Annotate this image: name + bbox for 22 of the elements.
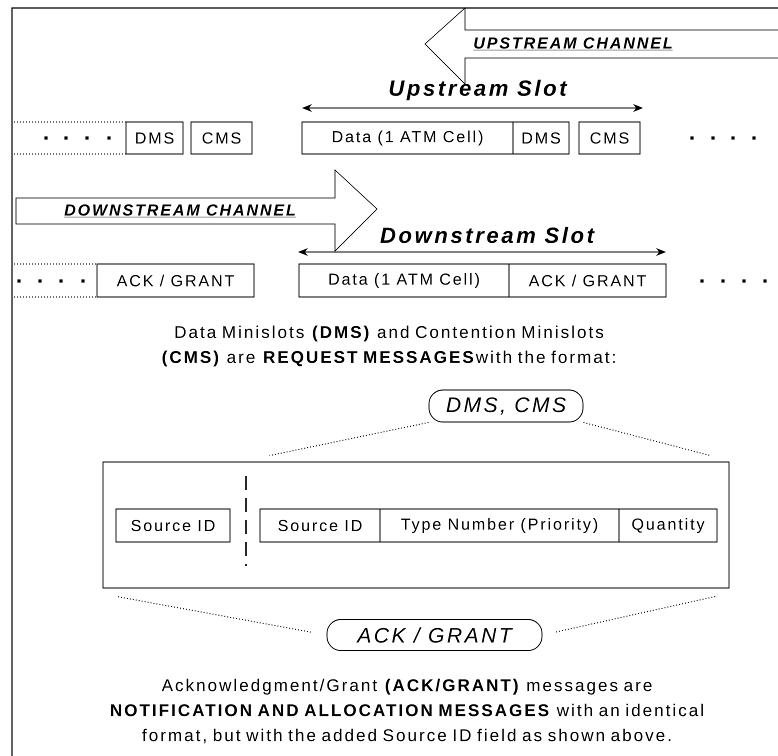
rounded-label: ACK / GRANT bbox=[326, 619, 542, 651]
field-box: DMS bbox=[512, 122, 570, 154]
field-box: ACK / GRANT bbox=[96, 264, 254, 298]
field-box: ACK / GRANT bbox=[508, 264, 666, 298]
field-box: CMS bbox=[578, 122, 640, 154]
description-text: Acknowledgment/Grant (ACK/GRANT) messages are NOTIFICATION AND ALLOCATION MESSAGES with an identical format, but with the added Source ID field as shown above. bbox=[111, 678, 703, 744]
field-box bbox=[102, 462, 730, 588]
leader-line bbox=[556, 596, 716, 632]
field-box: Quantity bbox=[618, 508, 718, 542]
field-box: DMS bbox=[126, 122, 184, 154]
field-box: CMS bbox=[190, 122, 252, 154]
leader-line bbox=[116, 596, 312, 633]
leader-line bbox=[582, 422, 711, 456]
field-box: Type Number (Priority) bbox=[380, 508, 620, 542]
field-box: Source ID bbox=[260, 508, 380, 542]
slot-label: Downstream Slot bbox=[380, 226, 595, 244]
field-box: Source ID bbox=[116, 508, 230, 542]
leader-line bbox=[269, 422, 430, 456]
field-box: Data (1 ATM Cell) bbox=[298, 264, 510, 298]
field-box: Data (1 ATM Cell) bbox=[302, 122, 514, 154]
description-text: Data Minislots (DMS) and Contention Minislots (CMS) are REQUEST MESSAGESwith the format: bbox=[162, 326, 615, 366]
rounded-label: DMS, CMS bbox=[428, 390, 584, 422]
